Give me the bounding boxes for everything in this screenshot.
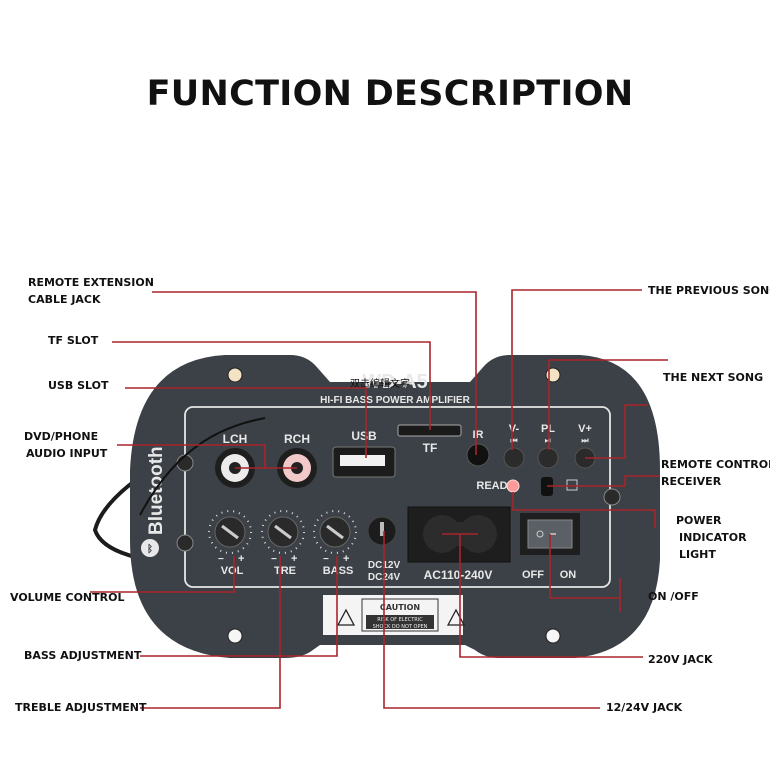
leader-previous-song	[511, 289, 642, 450]
label-line: REMOTE EXTENSION	[28, 276, 154, 289]
volume-knob[interactable]	[208, 510, 252, 554]
off-label: OFF	[522, 569, 544, 581]
label-line: POWER	[676, 514, 722, 527]
v-plus-label: V+	[578, 423, 592, 435]
label-tf-slot: TF SLOT	[48, 334, 99, 347]
label-on-off: ON /OFF	[648, 590, 699, 603]
leader-next-song	[548, 359, 668, 450]
play-pause-icon: ⏯	[545, 436, 551, 445]
label-power-indicator-light: POWER INDICATOR LIGHT	[676, 512, 747, 563]
leader-treble	[140, 556, 281, 709]
screw	[603, 488, 621, 506]
label-volume-control: VOLUME CONTROL	[10, 591, 125, 604]
leader-220v-jack	[459, 534, 643, 658]
tre-label: TRE	[274, 565, 296, 577]
bluetooth-icon-glyph: ᛒ	[147, 543, 153, 555]
bass-knob[interactable]	[313, 510, 357, 554]
label-220v-jack: 220V JACK	[648, 653, 713, 666]
amplifier-board	[130, 355, 660, 658]
play-pause-button[interactable]	[537, 447, 559, 469]
previous-icon: ⏮	[510, 436, 517, 445]
ir-jack[interactable]	[466, 443, 490, 467]
leader-power-indicator	[512, 492, 656, 528]
model-subtitle: HI-FI BASS POWER AMPLIFIER	[320, 395, 470, 406]
treble-knob[interactable]	[261, 510, 305, 554]
cable-wire	[92, 468, 152, 562]
label-line: DVD/PHONE	[24, 430, 99, 443]
on-label: ON	[560, 569, 577, 581]
rch-label: RCH	[284, 432, 310, 446]
label-line: INDICATOR	[679, 531, 747, 544]
bass-label: BASS	[323, 565, 354, 577]
usb-label: USB	[351, 429, 377, 443]
label-remote-extension-cable-jack: REMOTE EXTENSION CABLE JACK	[28, 274, 154, 308]
ready-label: READ	[476, 480, 507, 492]
vol-minus: −	[218, 554, 224, 565]
label-bass-adjustment: BASS ADJUSTMENT	[24, 649, 142, 662]
leader-tf-slot	[112, 341, 431, 430]
label-next-song: THE NEXT SONG	[663, 371, 764, 384]
leader-12-24v-jack	[383, 531, 600, 709]
leader-volume	[90, 556, 235, 593]
leader-usb-slot	[125, 387, 367, 458]
vol-label: VOL	[221, 565, 244, 577]
label-line: AUDIO INPUT	[26, 447, 108, 460]
label-treble-adjustment: TREBLE ADJUSTMENT	[15, 701, 147, 714]
previous-song-button[interactable]	[503, 447, 525, 469]
bass-minus: −	[323, 554, 329, 565]
caution-line2: SHOCK DO NOT OPEN	[373, 624, 428, 630]
mounting-hole	[227, 628, 243, 644]
leader-lines	[90, 289, 668, 709]
usb-port[interactable]	[332, 446, 396, 478]
tf-label: TF	[423, 441, 438, 455]
caution-line1: RISK OF ELECTRIC	[377, 617, 423, 623]
leader-v-plus	[585, 404, 648, 459]
ir-receiver-mark	[566, 479, 578, 491]
tre-plus: +	[291, 553, 297, 565]
v-minus-label: V-	[509, 423, 520, 435]
mounting-hole	[545, 367, 561, 383]
antenna-wire	[139, 417, 266, 516]
label-line: RECEIVER	[661, 475, 722, 488]
page-title: FUNCTION DESCRIPTION	[146, 74, 634, 114]
leader-audio-input	[117, 444, 297, 469]
leader-remote-receiver	[547, 475, 660, 487]
dc-jack[interactable]	[367, 516, 397, 546]
screw	[176, 534, 194, 552]
ir-label: IR	[473, 429, 484, 441]
label-usb-slot: USB SLOT	[48, 379, 109, 392]
label-line: REMOTE CONTROL	[661, 458, 770, 471]
overlay-text: 双击编辑文字	[350, 377, 410, 390]
mounting-hole	[227, 367, 243, 383]
leader-on-off	[549, 534, 620, 599]
pl-label: PL	[541, 423, 555, 435]
label-previous-song: THE PREVIOUS SONG	[648, 284, 770, 297]
bass-plus: +	[343, 553, 349, 565]
lch-label: LCH	[223, 432, 248, 446]
tre-minus: −	[271, 554, 277, 565]
power-indicator-led	[506, 479, 520, 493]
next-icon: ⏭	[581, 436, 589, 445]
label-12-24v-jack: 12/24V JACK	[606, 701, 683, 714]
bluetooth-icon	[141, 539, 159, 557]
label-remote-control-receiver: REMOTE CONTROL RECEIVER	[661, 456, 770, 490]
screw	[176, 454, 194, 472]
leader-bass	[140, 556, 338, 657]
mounting-hole	[545, 628, 561, 644]
vol-plus: +	[238, 553, 244, 565]
model-name: WD-A5	[362, 371, 428, 393]
caution-title: CAUTION	[380, 603, 420, 612]
leader-remote-extension	[152, 291, 477, 455]
label-line: LIGHT	[679, 548, 716, 561]
label-dvd-phone-audio-input: DVD/PHONE AUDIO INPUT	[24, 428, 107, 462]
bluetooth-label: Bluetooth	[146, 446, 167, 535]
ac-voltage-label: AC110-240V	[424, 568, 493, 582]
label-line: CABLE JACK	[28, 293, 101, 306]
